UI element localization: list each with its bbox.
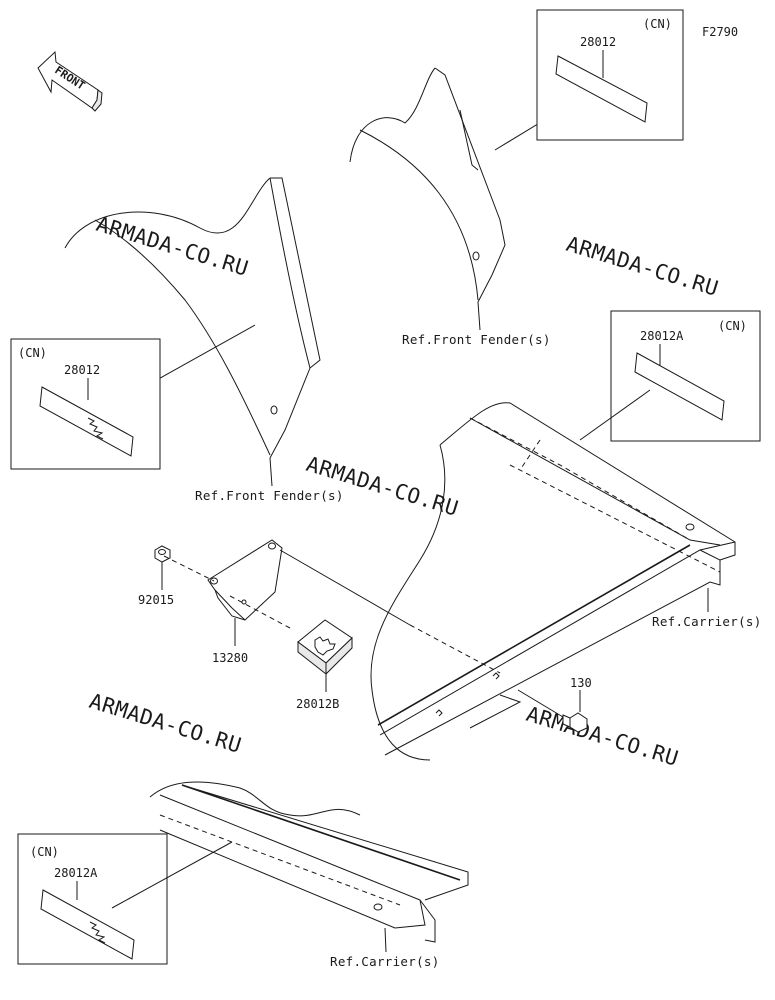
decal-right-region: (CN) bbox=[718, 319, 747, 333]
decal-top-region: (CN) bbox=[643, 17, 672, 31]
decal-top-number: 28012 bbox=[580, 35, 616, 49]
decal-left-region: (CN) bbox=[18, 346, 47, 360]
carrier-lower bbox=[111, 781, 469, 953]
decal-bottom-region: (CN) bbox=[30, 845, 59, 859]
watermark-4: ARMADA-CO.RU bbox=[87, 689, 245, 758]
figure-code: F2790 bbox=[702, 25, 738, 39]
ref-carrier-lower: Ref.Carrier(s) bbox=[330, 954, 440, 969]
plate-decal-number: 28012B bbox=[296, 697, 339, 711]
decal-box-left: (CN) 28012 bbox=[10, 338, 161, 470]
bolt-part bbox=[517, 689, 588, 733]
nut-part bbox=[154, 545, 171, 590]
ref-front-fender-right: Ref.Front Fender(s) bbox=[402, 332, 551, 347]
decal-box-top: (CN) 28012 bbox=[536, 9, 684, 141]
front-arrow-icon: FRONT bbox=[37, 50, 103, 112]
nut-number: 92015 bbox=[138, 593, 174, 607]
watermark-2: ARMADA-CO.RU bbox=[564, 232, 722, 301]
bolt-number: 130 bbox=[570, 676, 592, 690]
decal-right-number: 28012A bbox=[640, 329, 684, 343]
ref-carrier-upper: Ref.Carrier(s) bbox=[652, 614, 762, 629]
decal-left-number: 28012 bbox=[64, 363, 100, 377]
decal-bottom-number: 28012A bbox=[54, 866, 98, 880]
bracket-number: 13280 bbox=[212, 651, 248, 665]
decal-box-bottom: (CN) 28012A bbox=[17, 833, 168, 965]
watermark-5: ARMADA-CO.RU bbox=[524, 702, 682, 771]
watermark-1: ARMADA-CO.RU bbox=[94, 212, 252, 281]
bracket-part bbox=[163, 539, 501, 674]
watermark-3: ARMADA-CO.RU bbox=[304, 452, 462, 521]
front-fender-left bbox=[64, 177, 321, 487]
plate-decal-part bbox=[297, 619, 353, 692]
carrier-upper bbox=[370, 389, 736, 761]
decal-box-right: (CN) 28012A bbox=[610, 310, 761, 442]
ref-front-fender-left: Ref.Front Fender(s) bbox=[195, 488, 344, 503]
